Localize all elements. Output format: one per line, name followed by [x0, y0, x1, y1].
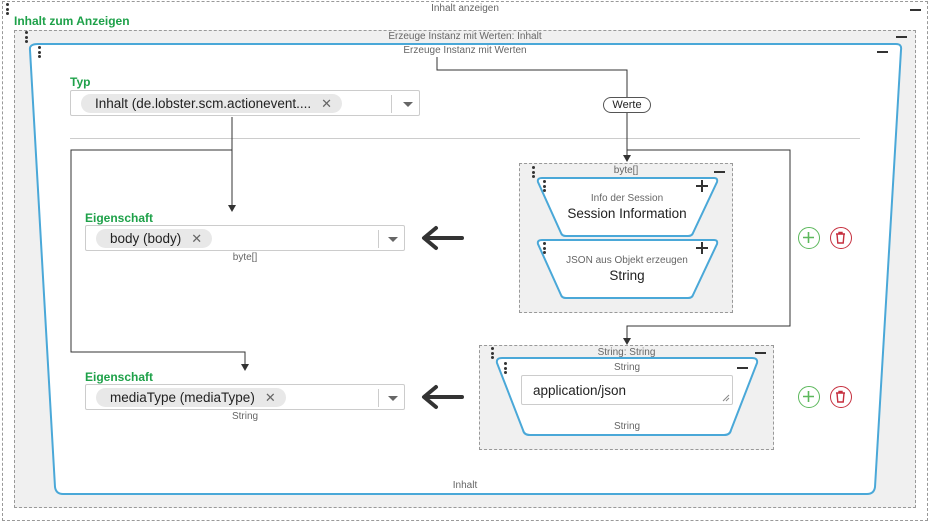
property1-tag-label: body (body) — [110, 231, 182, 246]
card2-subtitle: JSON aus Objekt erzeugen — [566, 255, 688, 266]
typ-select[interactable]: Inhalt (de.lobster.scm.actionevent.... ✕ — [70, 90, 420, 116]
drag-handle-icon[interactable] — [504, 362, 507, 376]
property2-tag-label: mediaType (mediaType) — [110, 390, 255, 405]
chevron-down-icon[interactable] — [388, 237, 398, 242]
property1-group-title: byte[] — [613, 165, 639, 176]
drag-handle-icon[interactable] — [38, 46, 41, 60]
property2-label: Eigenschaft — [85, 370, 154, 384]
instance-inner-title: Erzeuge Instanz mit Werten — [403, 45, 527, 56]
typ-label: Typ — [70, 75, 91, 89]
property1-tag: body (body) ✕ — [96, 229, 213, 248]
card1-subtitle: Info der Session — [590, 193, 664, 204]
typ-tag-label: Inhalt (de.lobster.scm.actionevent.... — [95, 96, 312, 111]
instance-bottom-label: Inhalt — [452, 480, 478, 491]
media-type-input-value: application/json — [533, 383, 627, 398]
collapse-outer-icon[interactable] — [910, 9, 921, 11]
instance-outer-title: Erzeuge Instanz mit Werten: Inhalt — [388, 31, 542, 42]
werte-badge: Werte — [603, 97, 651, 113]
section-label: Inhalt zum Anzeigen — [14, 14, 130, 28]
add-icon[interactable] — [696, 180, 708, 192]
divider — [70, 138, 860, 139]
drag-handle-icon[interactable] — [25, 31, 28, 45]
add-button[interactable] — [798, 386, 820, 408]
property2-type-hint: String — [231, 411, 259, 422]
drag-handle-icon[interactable] — [532, 166, 535, 180]
resize-handle-icon[interactable] — [722, 394, 730, 402]
trash-icon — [836, 231, 845, 244]
outer-title: Inhalt anzeigen — [431, 3, 499, 14]
card1-title: Session Information — [567, 206, 687, 221]
drag-handle-icon[interactable] — [491, 347, 494, 361]
select-separator — [378, 230, 379, 248]
delete-button[interactable] — [830, 386, 852, 408]
property2-card-bottom: String — [613, 421, 641, 432]
collapse-card-icon[interactable] — [877, 51, 888, 53]
chevron-down-icon[interactable] — [388, 396, 398, 401]
media-type-input[interactable]: application/json — [521, 375, 733, 405]
plus-icon — [803, 232, 814, 243]
delete-button[interactable] — [830, 227, 852, 249]
collapse-group-icon[interactable] — [714, 171, 725, 173]
collapse-instance-icon[interactable] — [896, 36, 907, 38]
remove-tag-icon[interactable]: ✕ — [264, 390, 276, 405]
chevron-down-icon[interactable] — [403, 102, 413, 107]
property1-label: Eigenschaft — [85, 211, 154, 225]
select-separator — [391, 95, 392, 113]
select-separator — [378, 389, 379, 407]
add-icon[interactable] — [696, 242, 708, 254]
card2-title: String — [609, 268, 645, 283]
property2-select[interactable]: mediaType (mediaType) ✕ — [85, 384, 405, 410]
drag-handle-icon[interactable] — [6, 3, 9, 17]
add-button[interactable] — [798, 227, 820, 249]
collapse-group-icon[interactable] — [755, 352, 766, 354]
typ-tag: Inhalt (de.lobster.scm.actionevent.... ✕ — [81, 94, 343, 113]
property1-select[interactable]: body (body) ✕ — [85, 225, 405, 251]
property2-group-title: String: String — [597, 347, 656, 358]
drag-handle-icon[interactable] — [543, 180, 546, 194]
property2-card-title: String — [613, 362, 641, 373]
property1-type-hint: byte[] — [232, 252, 258, 263]
remove-tag-icon[interactable]: ✕ — [191, 231, 203, 246]
drag-handle-icon[interactable] — [543, 242, 546, 256]
property2-tag: mediaType (mediaType) ✕ — [96, 388, 286, 407]
collapse-card-icon[interactable] — [737, 367, 748, 369]
remove-tag-icon[interactable]: ✕ — [321, 96, 333, 111]
plus-icon — [803, 391, 814, 402]
trash-icon — [836, 390, 845, 403]
